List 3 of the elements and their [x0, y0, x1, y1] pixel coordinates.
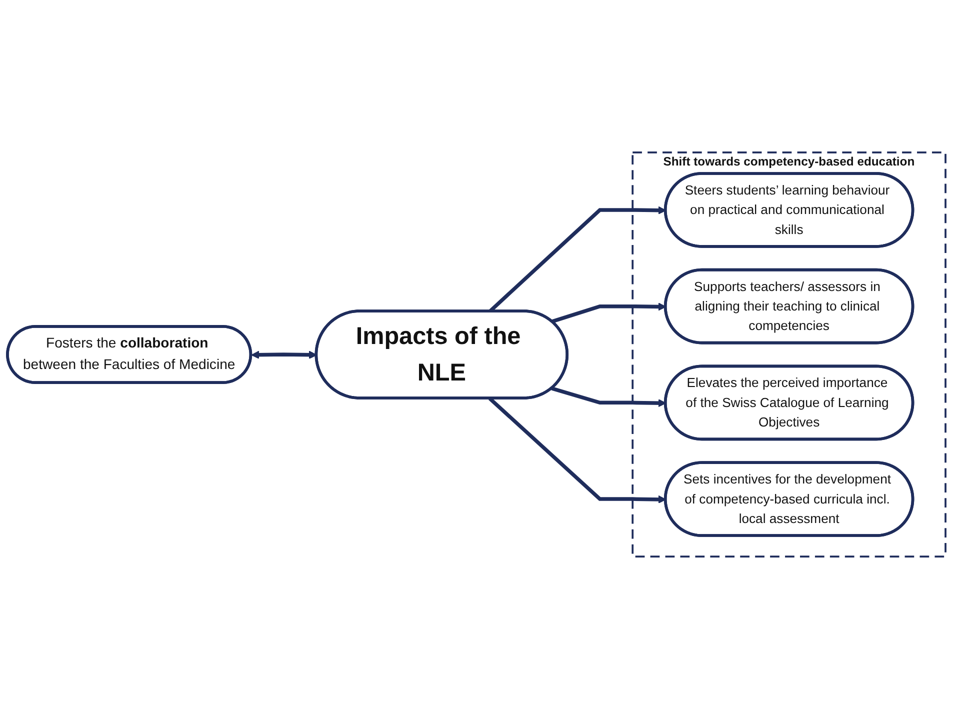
arrow [488, 397, 666, 504]
arrow [551, 386, 666, 408]
arrow [551, 302, 666, 324]
